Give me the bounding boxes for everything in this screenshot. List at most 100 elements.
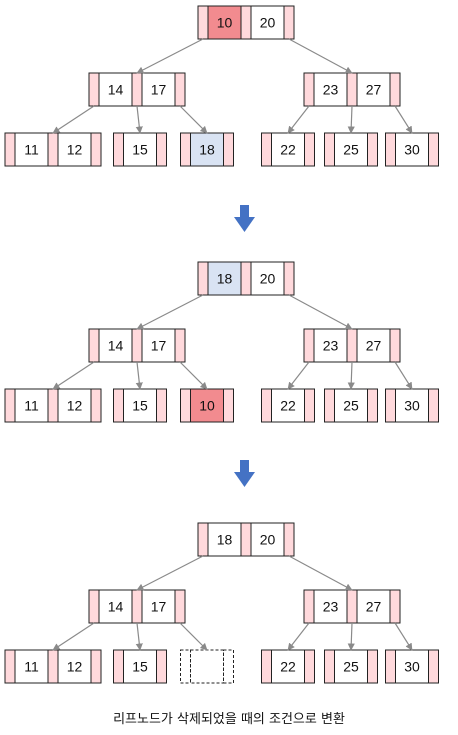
key-label: 15 (132, 659, 148, 675)
pointer-slot (90, 388, 102, 423)
key-cell (14, 132, 49, 167)
tree-edge (288, 38, 353, 74)
key-label: 14 (108, 82, 124, 98)
pointer-slot (90, 132, 102, 167)
pointer-slot (88, 72, 100, 107)
key-cell (356, 328, 391, 363)
pointer-slot (303, 589, 315, 624)
key-cell (123, 649, 157, 684)
pointer-slot (240, 522, 252, 557)
key-cell (313, 589, 348, 624)
key-label: 25 (343, 398, 359, 414)
down-arrow-icon (234, 460, 255, 487)
pointer-slot (156, 649, 167, 684)
leaf-node: 22 (261, 649, 315, 684)
tree-edge (179, 105, 208, 134)
pointer-slot (174, 72, 186, 107)
tree-edge (288, 294, 353, 330)
tree-edge (179, 361, 208, 390)
pointer-slot (156, 388, 167, 423)
pointer-slot (180, 388, 191, 423)
key-label: 23 (323, 599, 339, 615)
leaf-node: 22 (261, 132, 315, 167)
key-label: 20 (260, 271, 276, 287)
pointer-slot (180, 132, 191, 167)
leaf-node: 25 (324, 649, 378, 684)
key-cell (334, 132, 368, 167)
key-label: 18 (217, 271, 233, 287)
pointer-slot (385, 649, 396, 684)
pointer-slot (428, 132, 439, 167)
key-label: 11 (24, 398, 39, 414)
tree-edge (287, 361, 310, 390)
key-label: 20 (260, 532, 276, 548)
pointer-slot (385, 388, 396, 423)
pointer-slot (283, 5, 295, 40)
key-label: 27 (366, 599, 382, 615)
pointer-slot (367, 132, 378, 167)
tree-edge (52, 105, 95, 134)
key-label: 25 (343, 142, 359, 158)
key-cell (356, 72, 391, 107)
tree-edge (136, 38, 204, 74)
pointer-slot (174, 589, 186, 624)
pointer-slot (367, 388, 378, 423)
key-label: 22 (280, 398, 296, 414)
pointer-slot (428, 649, 439, 684)
leaf-node: 15 (113, 388, 167, 423)
key-cell (98, 589, 133, 624)
key-label: 14 (108, 338, 124, 354)
pointer-slot (346, 72, 358, 107)
pointer-slot (389, 72, 401, 107)
tree-edge (394, 105, 413, 134)
pointer-slot (304, 649, 315, 684)
key-label: 27 (366, 338, 382, 354)
leaf-node: 30 (385, 132, 439, 167)
pointer-slot (88, 589, 100, 624)
pointer-slot (197, 522, 209, 557)
leaf-node: 10 (180, 388, 234, 423)
key-cell (207, 522, 242, 557)
pointer-slot (47, 388, 59, 423)
pointer-slot (113, 649, 124, 684)
pointer-slot (367, 649, 378, 684)
leaf-node: 15 (113, 132, 167, 167)
leaf-node: 25 (324, 132, 378, 167)
key-label: 15 (132, 398, 148, 414)
pointer-slot (223, 132, 234, 167)
pointer-slot (385, 132, 396, 167)
tree-edge (287, 105, 310, 134)
tree-edge (394, 361, 413, 390)
key-label: 11 (24, 659, 39, 675)
pointer-slot (174, 328, 186, 363)
tree-edge (136, 294, 204, 330)
key-cell (141, 328, 176, 363)
key-label: 11 (24, 142, 39, 158)
tree-edge (347, 105, 355, 134)
pointer-slot (197, 5, 209, 40)
tree-edge (52, 361, 95, 390)
empty-key-slot (190, 649, 224, 684)
pointer-slot (47, 132, 59, 167)
pointer-slot (90, 649, 102, 684)
pointer-slot (47, 649, 59, 684)
leaf-node: 22 (261, 388, 315, 423)
pointer-slot (113, 132, 124, 167)
tree-edge (347, 361, 355, 390)
key-label: 27 (366, 82, 382, 98)
key-label: 18 (199, 142, 215, 158)
pointer-slot (346, 328, 358, 363)
key-label: 10 (199, 398, 215, 414)
key-label: 30 (404, 398, 420, 414)
pointer-slot (283, 522, 295, 557)
pointer-slot (131, 328, 143, 363)
key-cell (123, 132, 157, 167)
pointer-slot (261, 132, 272, 167)
tree-edge (347, 622, 355, 651)
pointer-slot (131, 589, 143, 624)
